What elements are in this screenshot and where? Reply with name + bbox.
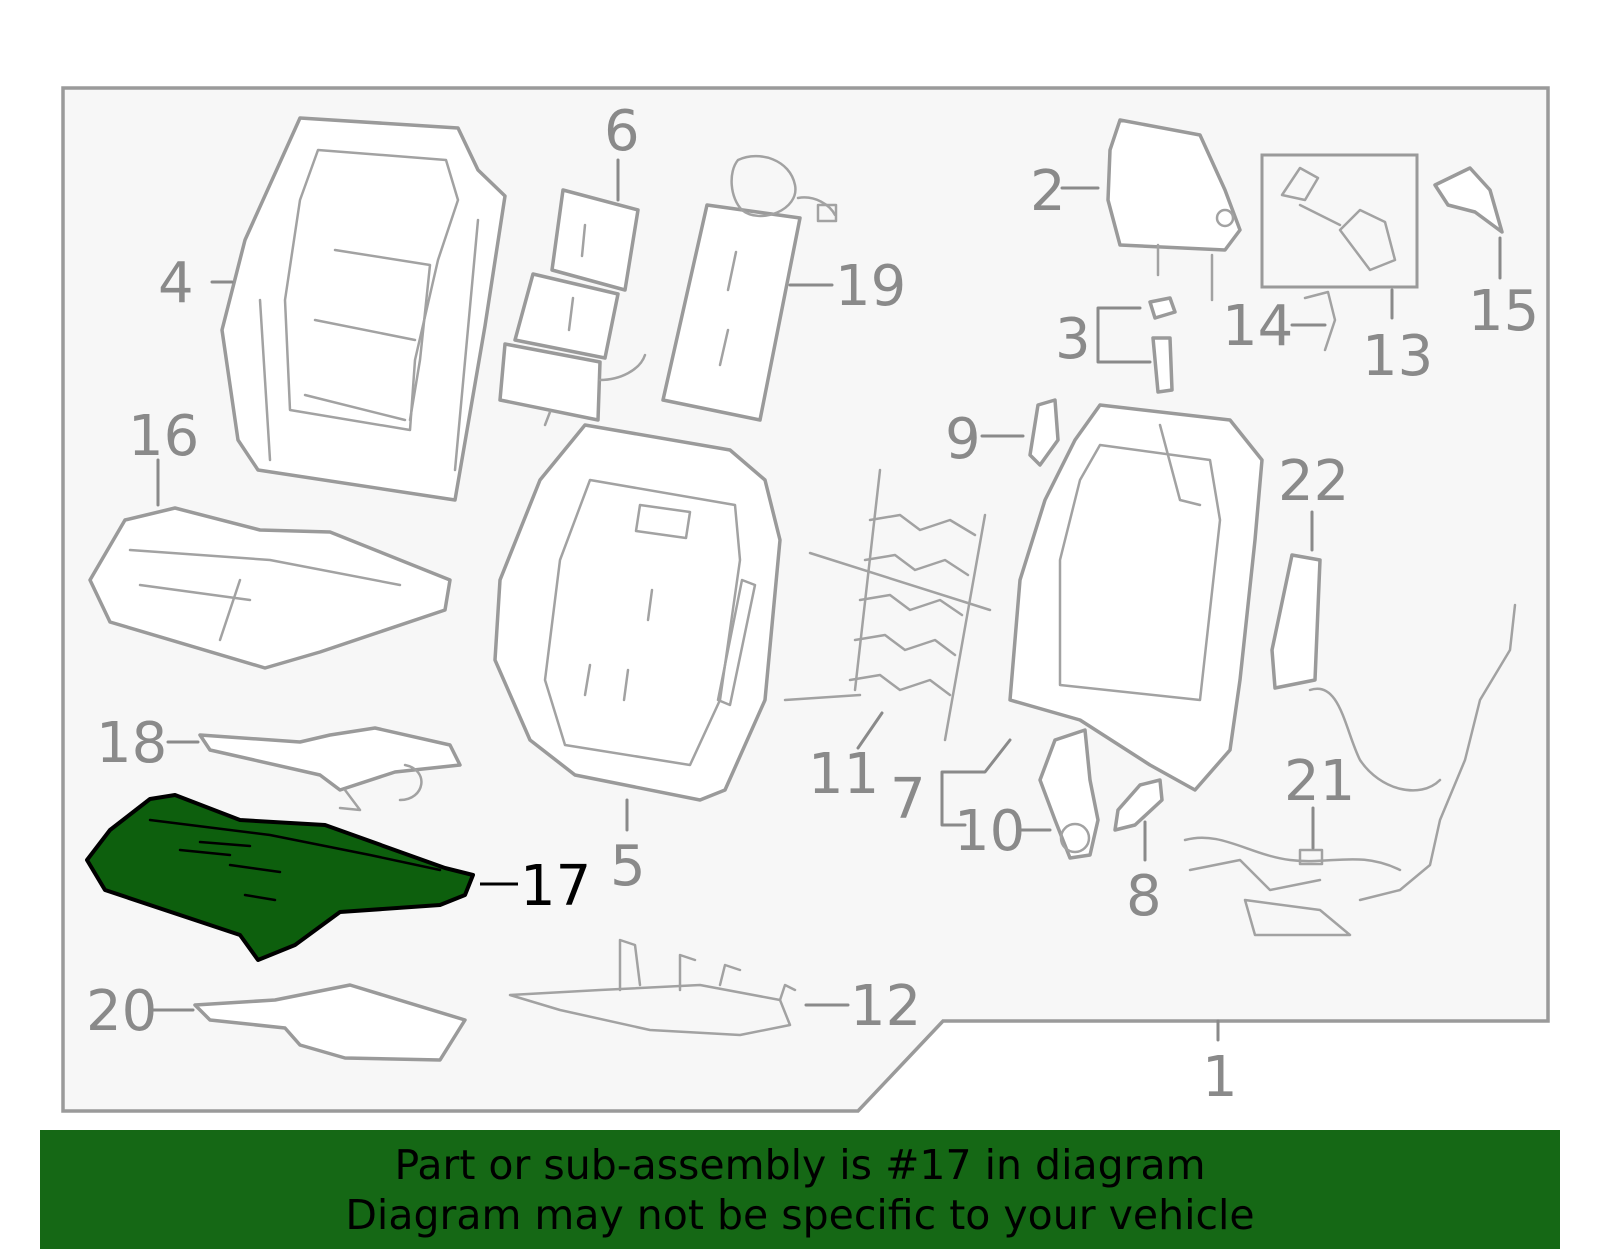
- part-15-trim-cap[interactable]: [1433, 166, 1504, 234]
- part-7-seat-back-frame[interactable]: [1008, 403, 1264, 792]
- banner-line-2: Diagram may not be specific to your vehi…: [345, 1191, 1255, 1239]
- callout-13[interactable]: 13: [1362, 324, 1433, 389]
- callout-5[interactable]: 5: [610, 834, 646, 899]
- callout-16[interactable]: 16: [128, 404, 199, 469]
- leader-7: [940, 738, 1012, 827]
- callout-20[interactable]: 20: [86, 979, 157, 1044]
- callout-12[interactable]: 12: [850, 974, 921, 1039]
- part-11-spring-mat[interactable]: [783, 468, 992, 742]
- callout-21[interactable]: 21: [1284, 749, 1355, 814]
- leader-11: [856, 711, 884, 750]
- callout-1[interactable]: 1: [1202, 1045, 1238, 1110]
- part-16-seat-cushion-cover[interactable]: [88, 506, 452, 670]
- callout-9[interactable]: 9: [945, 407, 981, 472]
- callout-22[interactable]: 22: [1278, 449, 1349, 514]
- part-10-recliner-motor[interactable]: [1038, 728, 1100, 860]
- callout-10[interactable]: 10: [954, 799, 1025, 864]
- callout-19[interactable]: 19: [835, 254, 906, 319]
- part-9-bracket[interactable]: [1028, 398, 1060, 467]
- callout-14[interactable]: 14: [1222, 294, 1293, 359]
- part-8-bracket[interactable]: [1113, 778, 1164, 832]
- part-4-seat-back-cover[interactable]: [220, 116, 507, 502]
- callout-15[interactable]: 15: [1468, 279, 1539, 344]
- info-banner: Part or sub-assembly is #17 in diagram D…: [40, 1130, 1560, 1249]
- part-22-side-airbag[interactable]: [1270, 553, 1322, 690]
- part-3-headrest-guide[interactable]: [1148, 296, 1177, 394]
- leader-3: [1096, 306, 1152, 364]
- part-14-clip[interactable]: [1303, 290, 1337, 352]
- part-17-seat-cushion-pad[interactable]: [85, 793, 475, 962]
- part-6-heater-element[interactable]: [498, 188, 647, 427]
- part-20-cushion-plate[interactable]: [193, 983, 467, 1062]
- callout-17[interactable]: 17: [520, 854, 591, 919]
- part-12-cushion-frame[interactable]: [508, 938, 797, 1037]
- callout-2[interactable]: 2: [1030, 159, 1066, 224]
- callout-3[interactable]: 3: [1055, 307, 1091, 372]
- banner-line-1: Part or sub-assembly is #17 in diagram: [394, 1141, 1206, 1189]
- part-5-seat-back-pad[interactable]: [493, 423, 782, 802]
- part-13-guide-kit[interactable]: [1260, 153, 1419, 289]
- leader-lines: [150, 158, 1502, 1012]
- callout-6[interactable]: 6: [604, 99, 640, 164]
- callout-11[interactable]: 11: [808, 742, 879, 807]
- callout-labels: 1 2 3 4 5 6 7 8 9 10 11 12 13 14 15 16 1…: [86, 99, 1539, 1110]
- callout-4[interactable]: 4: [158, 251, 194, 316]
- callout-7[interactable]: 7: [890, 767, 926, 832]
- part-2-headrest[interactable]: [1106, 118, 1242, 302]
- part-21-wire-harness[interactable]: [1183, 603, 1517, 937]
- callout-18[interactable]: 18: [96, 711, 167, 776]
- part-19-back-panel[interactable]: [661, 155, 838, 422]
- part-18-cushion-tray[interactable]: [198, 726, 462, 812]
- callout-8[interactable]: 8: [1126, 864, 1162, 929]
